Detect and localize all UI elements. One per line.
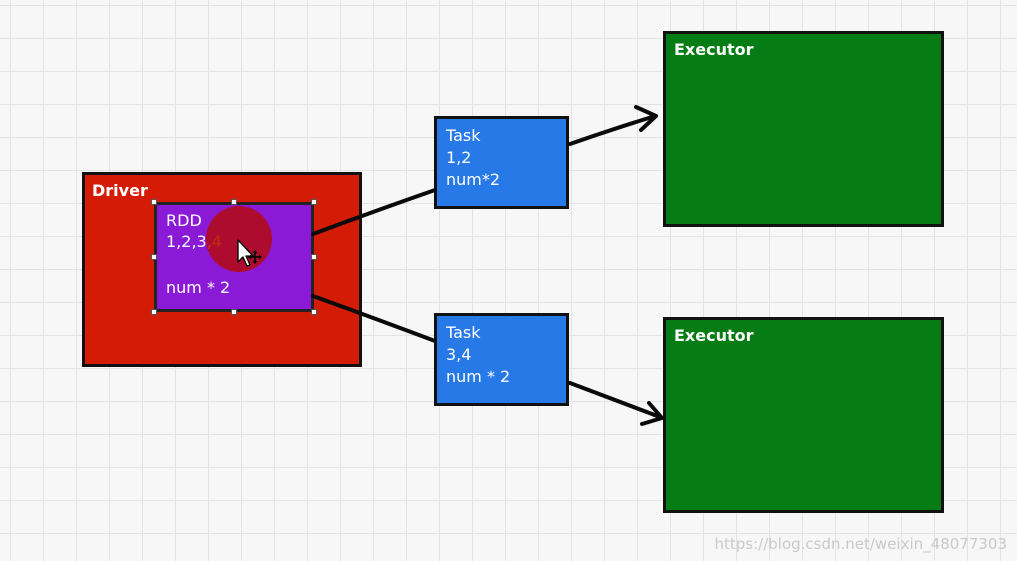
- selection-handle-top-right[interactable]: [311, 199, 317, 205]
- executor-box-1[interactable]: Executor: [663, 31, 944, 227]
- rdd-label: RDD: [166, 211, 202, 230]
- task-2-data: 3,4: [446, 345, 472, 364]
- selection-handle-bottom-right[interactable]: [311, 309, 317, 315]
- rdd-data-prefix: 1,2,3,: [166, 232, 212, 251]
- executor-box-2[interactable]: Executor: [663, 317, 944, 513]
- connector-rdd-to-task-1: [311, 188, 437, 236]
- driver-label: Driver: [92, 181, 148, 200]
- connector-rdd-to-task-2: [311, 294, 437, 343]
- selection-handle-middle-right[interactable]: [311, 254, 317, 260]
- selection-handle-bottom-left[interactable]: [151, 309, 157, 315]
- task-box-2[interactable]: Task 3,4 num * 2: [434, 313, 569, 406]
- arrow-task-1-to-executor-1: [568, 115, 654, 146]
- task-box-1[interactable]: Task 1,2 num*2: [434, 116, 569, 209]
- executor-2-label: Executor: [674, 326, 754, 345]
- task-2-operation: num * 2: [446, 367, 511, 386]
- arrow-task-2-to-executor-2: [568, 381, 662, 419]
- selection-handle-middle-left[interactable]: [151, 254, 157, 260]
- executor-1-label: Executor: [674, 40, 754, 59]
- task-1-label: Task: [446, 126, 481, 145]
- rdd-operation: num * 2: [166, 278, 231, 297]
- task-2-label: Task: [446, 323, 481, 342]
- arrowhead-executor-2: [640, 401, 664, 426]
- selection-handle-top-center[interactable]: [231, 199, 237, 205]
- arrowhead-executor-1: [634, 105, 658, 132]
- watermark-text: https://blog.csdn.net/weixin_48077303: [714, 535, 1007, 553]
- task-1-operation: num*2: [446, 170, 501, 189]
- task-1-data: 1,2: [446, 148, 472, 167]
- selection-handle-top-left[interactable]: [151, 199, 157, 205]
- move-cursor-icon: [237, 239, 262, 267]
- selection-handle-bottom-center[interactable]: [231, 309, 237, 315]
